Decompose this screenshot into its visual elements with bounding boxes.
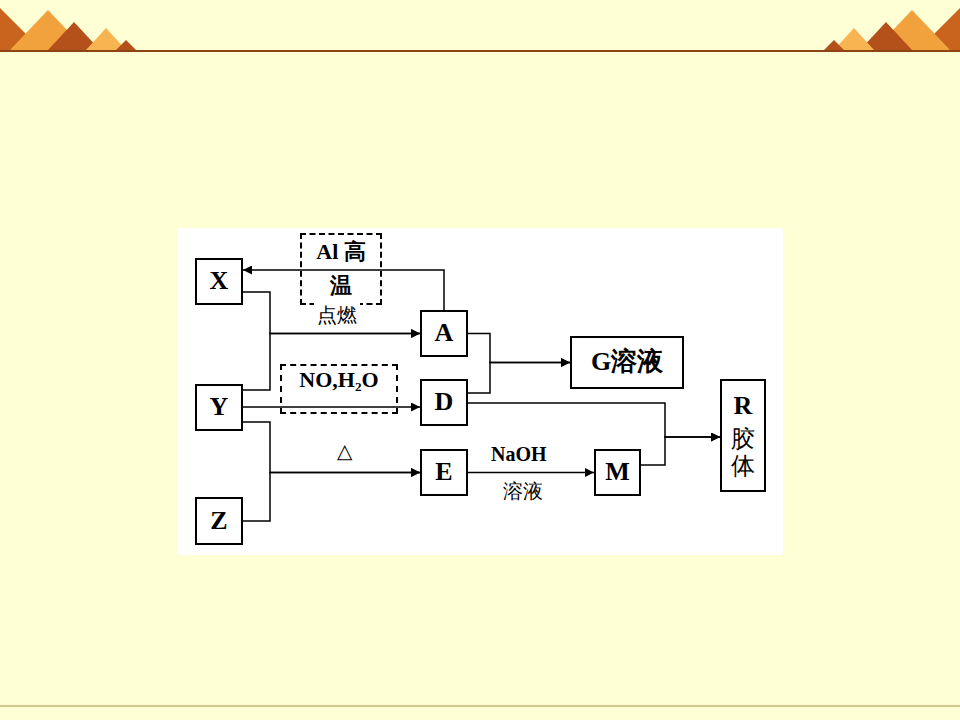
node-label: 胶体 [731,426,755,479]
compound-box: G溶液 [570,336,684,389]
compound-box: E [420,449,468,496]
edge-label: NO,H₂O [299,367,378,392]
node-label: R [734,392,753,421]
footer-rule [0,705,960,707]
condition-note: 溶液 [500,478,546,504]
text-group: G溶液 [591,348,663,377]
node-label: E [435,458,452,487]
corner-ornament [824,8,960,50]
corner-ornament [0,8,136,50]
edge-label: NaOH [491,443,547,465]
node-label: X [210,267,229,296]
condition-tag: NaOH [488,441,550,467]
reaction-arrow [243,406,420,408]
compound-box: Y [195,384,243,431]
compound-box: D [420,379,468,426]
reagent-box: NO,H₂O [280,364,398,414]
node-label: Z [210,507,227,536]
diagram-panel [178,228,783,555]
text-group: A [435,319,454,348]
compound-box: M [594,449,641,496]
condition-tag: △ [334,438,355,464]
edge-label: 点燃 [317,304,357,326]
edge-label: △ [337,440,352,462]
compound-box: A [420,310,468,357]
reaction-arrow [243,422,420,473]
node-label: M [605,458,630,487]
node-label: A [435,319,454,348]
reaction-arrow [468,334,570,363]
text-group: Y [210,393,229,422]
text-group: D [435,388,454,417]
node-label: G溶液 [591,348,663,377]
node-label: D [435,388,454,417]
compound-box: Z [195,497,243,545]
condition-tag: 点燃 [314,302,360,328]
node-label: Y [210,393,229,422]
text-group: M [605,458,630,487]
reaction-arrow [243,473,420,522]
compound-box: X [195,258,243,305]
edge-label: Al 高温 [316,239,366,298]
reagent-box: Al 高温 [300,233,382,305]
reaction-arrow [243,292,420,334]
text-group: R 胶体 [731,392,755,479]
text-group: Z [210,507,227,536]
compound-box: R 胶体 [720,379,766,492]
reaction-arrow [468,403,720,437]
text-group: E [435,458,452,487]
reaction-arrow [641,437,720,465]
reaction-arrow [468,472,594,474]
header-rule [0,50,960,52]
reaction-arrow [468,363,570,394]
text-group: X [210,267,229,296]
